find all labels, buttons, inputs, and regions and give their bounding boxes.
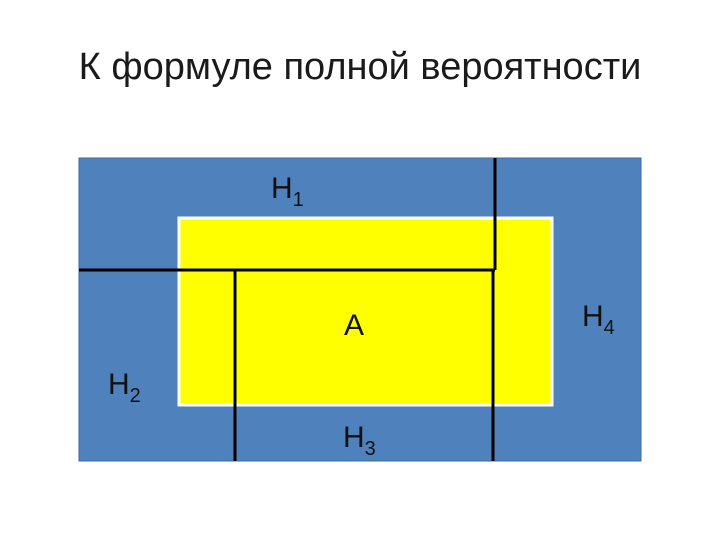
label-h3: H3: [343, 421, 376, 460]
label-h2: H2: [108, 368, 141, 407]
slide-title: К формуле полной вероятности: [78, 46, 642, 88]
event-a-rect: [177, 216, 554, 407]
label-a: A: [344, 309, 364, 342]
label-h4: H4: [582, 300, 615, 339]
label-h1: H1: [271, 172, 304, 211]
